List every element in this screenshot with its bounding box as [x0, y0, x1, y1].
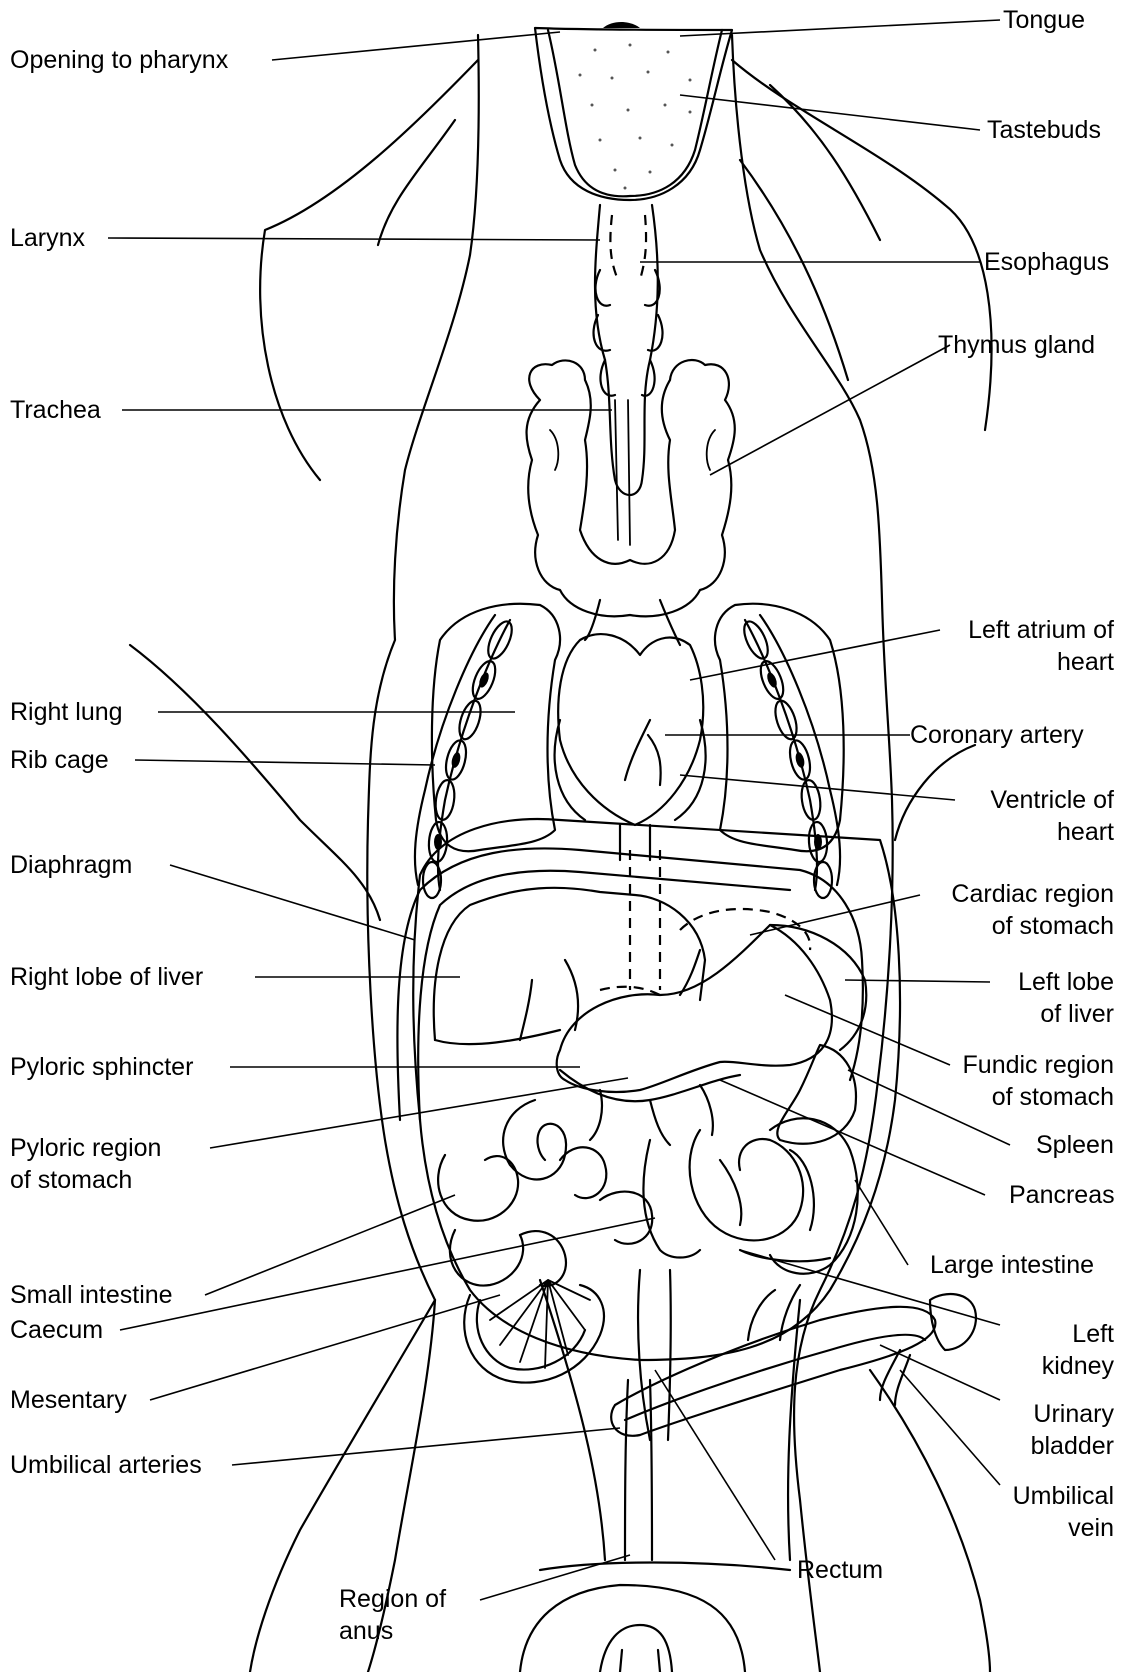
label-fundic-line1: Fundic region	[963, 1049, 1114, 1081]
label-caecum: Caecum	[10, 1314, 103, 1346]
label-pancreas: Pancreas	[1009, 1179, 1115, 1211]
tastebud-dots	[579, 44, 692, 190]
leader-lines	[108, 20, 1010, 1600]
label-left-kidney-line2: kidney	[1042, 1350, 1114, 1382]
label-pyloric-region: Pyloric region of stomach	[10, 1132, 161, 1196]
label-esophagus: Esophagus	[984, 246, 1109, 278]
label-pyloric-region-line1: Pyloric region	[10, 1132, 161, 1164]
label-thymus-gland: Thymus gland	[938, 329, 1095, 361]
lungs	[432, 604, 844, 851]
label-umbilical-vein: Umbilical vein	[1013, 1480, 1114, 1544]
label-fundic-region: Fundic region of stomach	[963, 1049, 1114, 1113]
label-fundic-line2: of stomach	[963, 1081, 1114, 1113]
neck-organs	[594, 205, 663, 545]
label-right-lung: Right lung	[10, 696, 123, 728]
label-left-lobe-line2: of liver	[1018, 998, 1114, 1030]
label-left-kidney-line1: Left	[1042, 1318, 1114, 1350]
label-region-of-anus-line1: Region of	[339, 1583, 446, 1615]
label-umbilical-arteries: Umbilical arteries	[10, 1449, 202, 1481]
label-cardiac-line1: Cardiac region	[951, 878, 1114, 910]
label-spleen: Spleen	[1036, 1129, 1114, 1161]
label-ventricle-line1: Ventricle of	[990, 784, 1114, 816]
label-tongue: Tongue	[1003, 4, 1085, 36]
label-region-of-anus-line2: anus	[339, 1615, 446, 1647]
label-left-atrium-line2: heart	[968, 646, 1114, 678]
label-rib-cage: Rib cage	[10, 744, 109, 776]
label-tastebuds: Tastebuds	[987, 114, 1101, 146]
label-trachea: Trachea	[10, 394, 101, 426]
intestines	[438, 1100, 858, 1560]
body-outline	[130, 35, 992, 1672]
label-urinary-bladder: Urinary bladder	[1031, 1398, 1114, 1462]
label-left-kidney: Left kidney	[1042, 1318, 1114, 1382]
label-left-atrium: Left atrium of heart	[968, 614, 1114, 678]
label-pyloric-sphincter: Pyloric sphincter	[10, 1051, 193, 1083]
abdominal-organs-upper	[397, 848, 866, 1145]
label-large-intestine: Large intestine	[930, 1249, 1094, 1281]
label-diaphragm: Diaphragm	[10, 849, 132, 881]
label-cardiac-line2: of stomach	[951, 910, 1114, 942]
tongue-region	[535, 22, 732, 200]
label-ventricle: Ventricle of heart	[990, 784, 1114, 848]
label-left-lobe-liver: Left lobe of liver	[1018, 966, 1114, 1030]
label-larynx: Larynx	[10, 222, 85, 254]
label-cardiac-region: Cardiac region of stomach	[951, 878, 1114, 942]
label-coronary-artery: Coronary artery	[910, 719, 1084, 751]
label-ventricle-line2: heart	[990, 816, 1114, 848]
label-opening-to-pharynx: Opening to pharynx	[10, 44, 228, 76]
label-urinary-bladder-line1: Urinary	[1031, 1398, 1114, 1430]
label-umbilical-vein-line1: Umbilical	[1013, 1480, 1114, 1512]
label-mesentary: Mesentary	[10, 1384, 127, 1416]
label-pyloric-region-line2: of stomach	[10, 1164, 161, 1196]
label-region-of-anus: Region of anus	[339, 1583, 446, 1647]
thymus-gland-shape	[527, 360, 735, 616]
label-left-lobe-line1: Left lobe	[1018, 966, 1114, 998]
label-urinary-bladder-line2: bladder	[1031, 1430, 1114, 1462]
label-right-lobe-liver: Right lobe of liver	[10, 961, 203, 993]
label-left-atrium-line1: Left atrium of	[968, 614, 1114, 646]
label-rectum: Rectum	[797, 1554, 883, 1586]
label-small-intestine: Small intestine	[10, 1279, 173, 1311]
label-umbilical-vein-line2: vein	[1013, 1512, 1114, 1544]
